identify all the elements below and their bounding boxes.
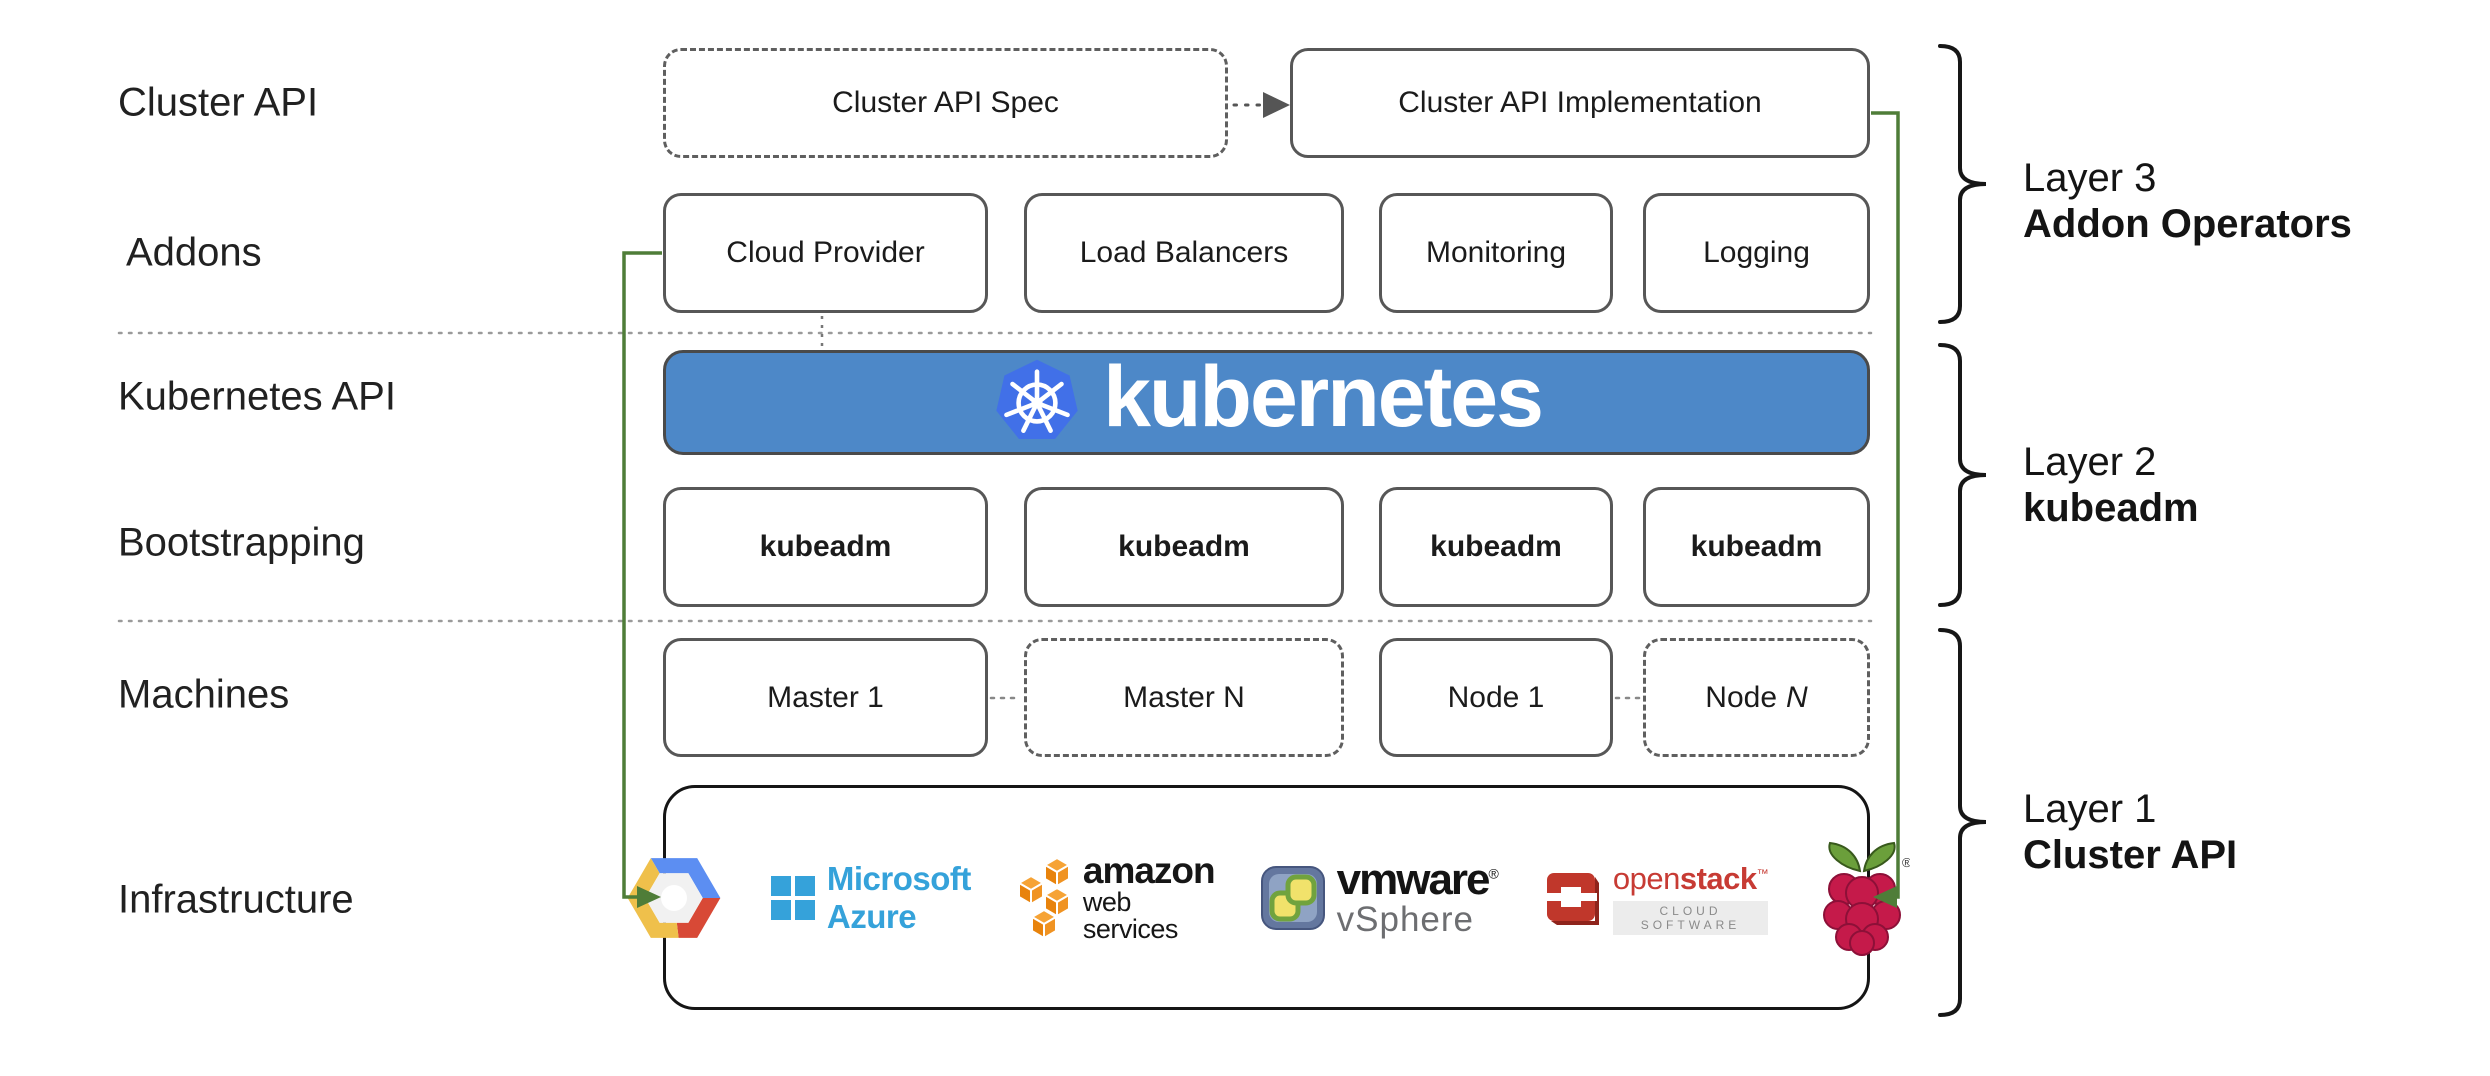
kubeadm-box-3: kubeadm bbox=[1379, 487, 1613, 607]
infrastructure-box: Microsoft Azure bbox=[627, 785, 1910, 1010]
openstack-logo: openstack™ CLOUD SOFTWARE bbox=[1543, 860, 1769, 935]
amazon-web-services-logo: amazon web services bbox=[1017, 850, 1216, 944]
azure-label: Microsoft Azure bbox=[826, 859, 972, 935]
vsphere-label: vSphere bbox=[1336, 900, 1475, 939]
openstack-trademark: ™ bbox=[1756, 866, 1769, 881]
machine-box-node-1: Node 1 bbox=[1379, 638, 1613, 757]
node-n-suffix: N bbox=[1786, 680, 1808, 714]
machine-box-master-n: Master N bbox=[1024, 638, 1344, 757]
rpi-registered-mark: ® bbox=[1902, 855, 1910, 870]
layer-1-label: Layer 1 Cluster API bbox=[2023, 787, 2238, 877]
microsoft-azure-logo: Microsoft Azure bbox=[770, 859, 972, 936]
raspberry-pi-logo-icon: ® bbox=[1814, 837, 1910, 959]
row-label-infrastructure: Infrastructure bbox=[118, 877, 354, 922]
kubernetes-logo-icon bbox=[991, 357, 1083, 449]
google-cloud-logo-icon bbox=[623, 850, 725, 946]
node-n-prefix: Node bbox=[1705, 680, 1778, 714]
kubernetes-banner: kubernetes bbox=[663, 349, 1870, 455]
row-label-machines: Machines bbox=[118, 672, 290, 717]
addon-box-cloud-provider: Cloud Provider bbox=[663, 193, 988, 313]
vsphere-icon bbox=[1260, 865, 1325, 930]
cluster-api-implementation-box: Cluster API Implementation bbox=[1290, 48, 1870, 158]
layer-2-label: Layer 2 kubeadm bbox=[2023, 440, 2199, 530]
addon-box-load-balancers: Load Balancers bbox=[1024, 193, 1344, 313]
kubernetes-logotype: kubernetes bbox=[1103, 349, 1544, 445]
microsoft-flag-icon bbox=[770, 875, 815, 920]
openstack-icon bbox=[1543, 865, 1601, 931]
addon-box-monitoring: Monitoring bbox=[1379, 193, 1613, 313]
aws-wordmark: amazon bbox=[1082, 850, 1216, 891]
vmware-wordmark: vmware® bbox=[1336, 855, 1499, 904]
openstack-subtext: CLOUD SOFTWARE bbox=[1612, 900, 1769, 935]
row-label-kubernetes-api: Kubernetes API bbox=[118, 374, 396, 419]
cluster-api-spec-box: Cluster API Spec bbox=[663, 48, 1228, 158]
layer-3-label: Layer 3 Addon Operators bbox=[2023, 156, 2352, 246]
vmware-registered-mark: ® bbox=[1488, 865, 1499, 882]
row-label-addons: Addons bbox=[126, 230, 262, 275]
addon-box-logging: Logging bbox=[1643, 193, 1870, 313]
row-label-bootstrapping: Bootstrapping bbox=[118, 520, 365, 565]
row-label-cluster-api: Cluster API bbox=[118, 80, 319, 125]
cloud-provider-to-infrastructure-connector bbox=[622, 251, 662, 899]
kubeadm-box-2: kubeadm bbox=[1024, 487, 1344, 607]
aws-cubes-icon bbox=[1017, 854, 1075, 942]
vmware-vsphere-logo: vmware® vSphere bbox=[1260, 855, 1499, 939]
implementation-to-infrastructure-connector bbox=[1871, 111, 1900, 899]
layer-3-brace bbox=[1938, 44, 1987, 324]
layer-2-brace bbox=[1938, 343, 1987, 607]
kubeadm-box-1: kubeadm bbox=[663, 487, 988, 607]
spec-to-implementation-arrowhead bbox=[1263, 92, 1290, 118]
machine-box-node-n: Node N bbox=[1643, 638, 1870, 757]
openstack-wordmark: openstack™ bbox=[1612, 860, 1769, 896]
layer-1-brace bbox=[1938, 628, 1987, 1017]
machine-box-master-1: Master 1 bbox=[663, 638, 988, 757]
aws-subtext: web services bbox=[1082, 887, 1179, 944]
kubeadm-box-4: kubeadm bbox=[1643, 487, 1870, 607]
